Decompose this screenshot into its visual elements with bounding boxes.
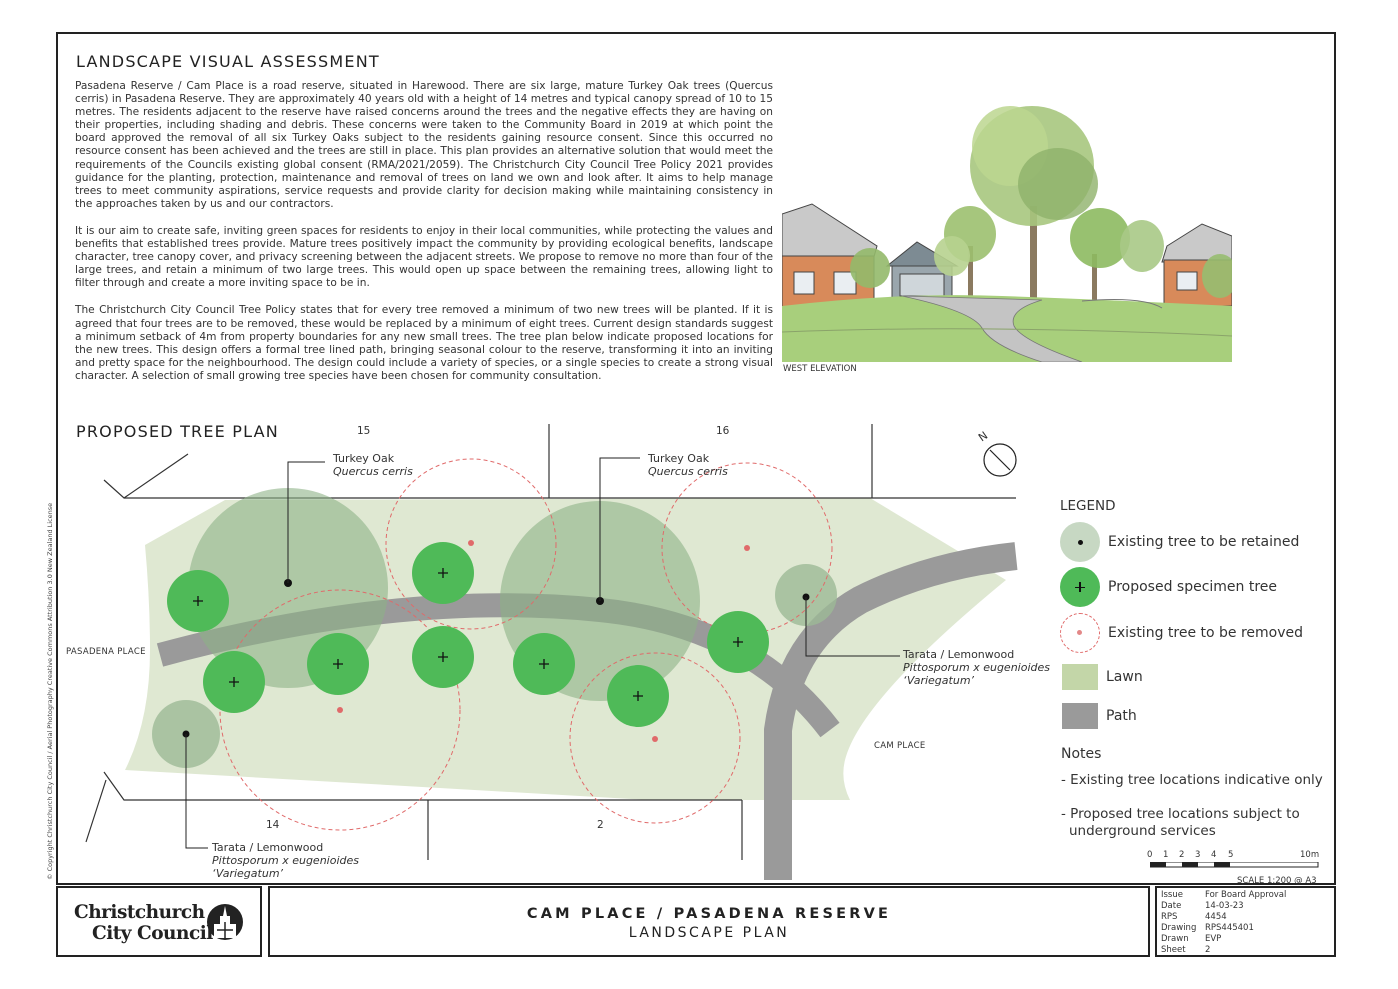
tarata-label: Tarata / Lemonwood Pittosporum x eugenio… bbox=[212, 841, 359, 880]
scale-tick: 3 bbox=[1195, 850, 1201, 860]
scientific-name: Quercus cerris bbox=[648, 465, 728, 478]
scientific-name: Quercus cerris bbox=[333, 465, 413, 478]
turkey-oak-label: Turkey Oak Quercus cerris bbox=[333, 452, 413, 478]
common-name: Turkey Oak bbox=[648, 452, 710, 465]
lot-number: 14 bbox=[266, 819, 280, 831]
lot-number: 15 bbox=[357, 425, 371, 437]
cultivar-name: ‘Variegatum’ bbox=[212, 867, 284, 880]
removed-tree-canopy bbox=[219, 589, 461, 831]
removed-tree-canopy bbox=[569, 652, 741, 824]
elevation-caption: WEST ELEVATION bbox=[783, 364, 857, 374]
paragraph: The Christchurch City Council Tree Polic… bbox=[75, 304, 773, 382]
notes-title: Notes bbox=[1061, 746, 1102, 762]
common-name: Tarata / Lemonwood bbox=[903, 648, 1015, 661]
scale-tick: 4 bbox=[1211, 850, 1217, 860]
legend-label: Path bbox=[1106, 708, 1137, 724]
tarata-label: Tarata / Lemonwood Pittosporum x eugenio… bbox=[903, 648, 1050, 687]
turkey-oak-label: Turkey Oak Quercus cerris bbox=[648, 452, 728, 478]
note-item: - Existing tree locations indicative onl… bbox=[1061, 772, 1323, 788]
scale-tick: 0 bbox=[1147, 850, 1153, 860]
drawing-subtitle: LANDSCAPE PLAN bbox=[628, 925, 790, 941]
cam-place-label: CAM PLACE bbox=[874, 741, 926, 751]
scientific-name: Pittosporum x eugenioides bbox=[212, 854, 359, 867]
council-logo-box: Christchurch City Council bbox=[56, 886, 262, 957]
logo-line: City Council bbox=[92, 923, 213, 944]
legend-item-path: Path bbox=[1062, 703, 1137, 729]
scientific-name: Pittosporum x eugenioides bbox=[903, 661, 1050, 674]
removed-tree-canopy bbox=[385, 458, 557, 630]
removed-tree-dashed-icon bbox=[1060, 613, 1100, 653]
lot-number: 16 bbox=[716, 425, 730, 437]
legend-title: LEGEND bbox=[1060, 498, 1116, 514]
legend-label: Existing tree to be removed bbox=[1108, 625, 1304, 641]
legend-item-existing: Existing tree to be retained bbox=[1060, 522, 1299, 562]
scale-text: SCALE 1:200 @ A3 bbox=[1237, 876, 1317, 886]
scale-tick: 10m bbox=[1300, 850, 1320, 860]
existing-tree-dot-icon bbox=[1060, 522, 1100, 562]
plan-heading: PROPOSED TREE PLAN bbox=[76, 422, 279, 441]
legend-label: Lawn bbox=[1106, 669, 1143, 685]
paragraph: Pasadena Reserve / Cam Place is a road r… bbox=[75, 80, 773, 210]
lot-number: 2 bbox=[597, 819, 604, 831]
north-arrow-icon bbox=[983, 443, 1017, 477]
lawn-swatch bbox=[1062, 664, 1098, 690]
common-name: Turkey Oak bbox=[333, 452, 395, 465]
assessment-text: Pasadena Reserve / Cam Place is a road r… bbox=[75, 80, 773, 397]
cultivar-name: ‘Variegatum’ bbox=[903, 674, 975, 687]
paragraph: It is our aim to create safe, inviting g… bbox=[75, 224, 773, 290]
legend-item-lawn: Lawn bbox=[1062, 664, 1143, 690]
scale-tick: 2 bbox=[1179, 850, 1185, 860]
scale-tick: 5 bbox=[1228, 850, 1234, 860]
drawing-title: CAM PLACE / PASADENA RESERVE bbox=[526, 906, 892, 922]
scale-tick: 1 bbox=[1163, 850, 1169, 860]
assessment-heading: LANDSCAPE VISUAL ASSESSMENT bbox=[76, 52, 380, 71]
proposed-tree-plus-icon bbox=[1060, 567, 1100, 607]
common-name: Tarata / Lemonwood bbox=[212, 841, 324, 854]
legend: LEGEND bbox=[1060, 498, 1330, 522]
cathedral-emblem-icon bbox=[207, 904, 243, 940]
scale-bar bbox=[1150, 862, 1320, 868]
note-item: underground services bbox=[1069, 823, 1216, 839]
legend-item-proposed: Proposed specimen tree bbox=[1060, 567, 1277, 607]
pasadena-place-label: PASADENA PLACE bbox=[66, 647, 146, 657]
west-elevation-sketch bbox=[782, 96, 1232, 362]
legend-label: Proposed specimen tree bbox=[1108, 579, 1278, 595]
logo-line: Christchurch bbox=[74, 902, 205, 923]
path-swatch bbox=[1062, 703, 1098, 729]
title-block: CAM PLACE / PASADENA RESERVE LANDSCAPE P… bbox=[268, 886, 1150, 957]
drawing-sheet-border bbox=[56, 32, 1336, 885]
cam-place-path bbox=[764, 542, 1018, 880]
legend-label: Existing tree to be retained bbox=[1108, 534, 1300, 550]
note-item: - Proposed tree locations subject to bbox=[1061, 806, 1300, 822]
council-logo: Christchurch City Council bbox=[74, 902, 213, 944]
legend-item-removed: Existing tree to be removed bbox=[1060, 613, 1303, 653]
